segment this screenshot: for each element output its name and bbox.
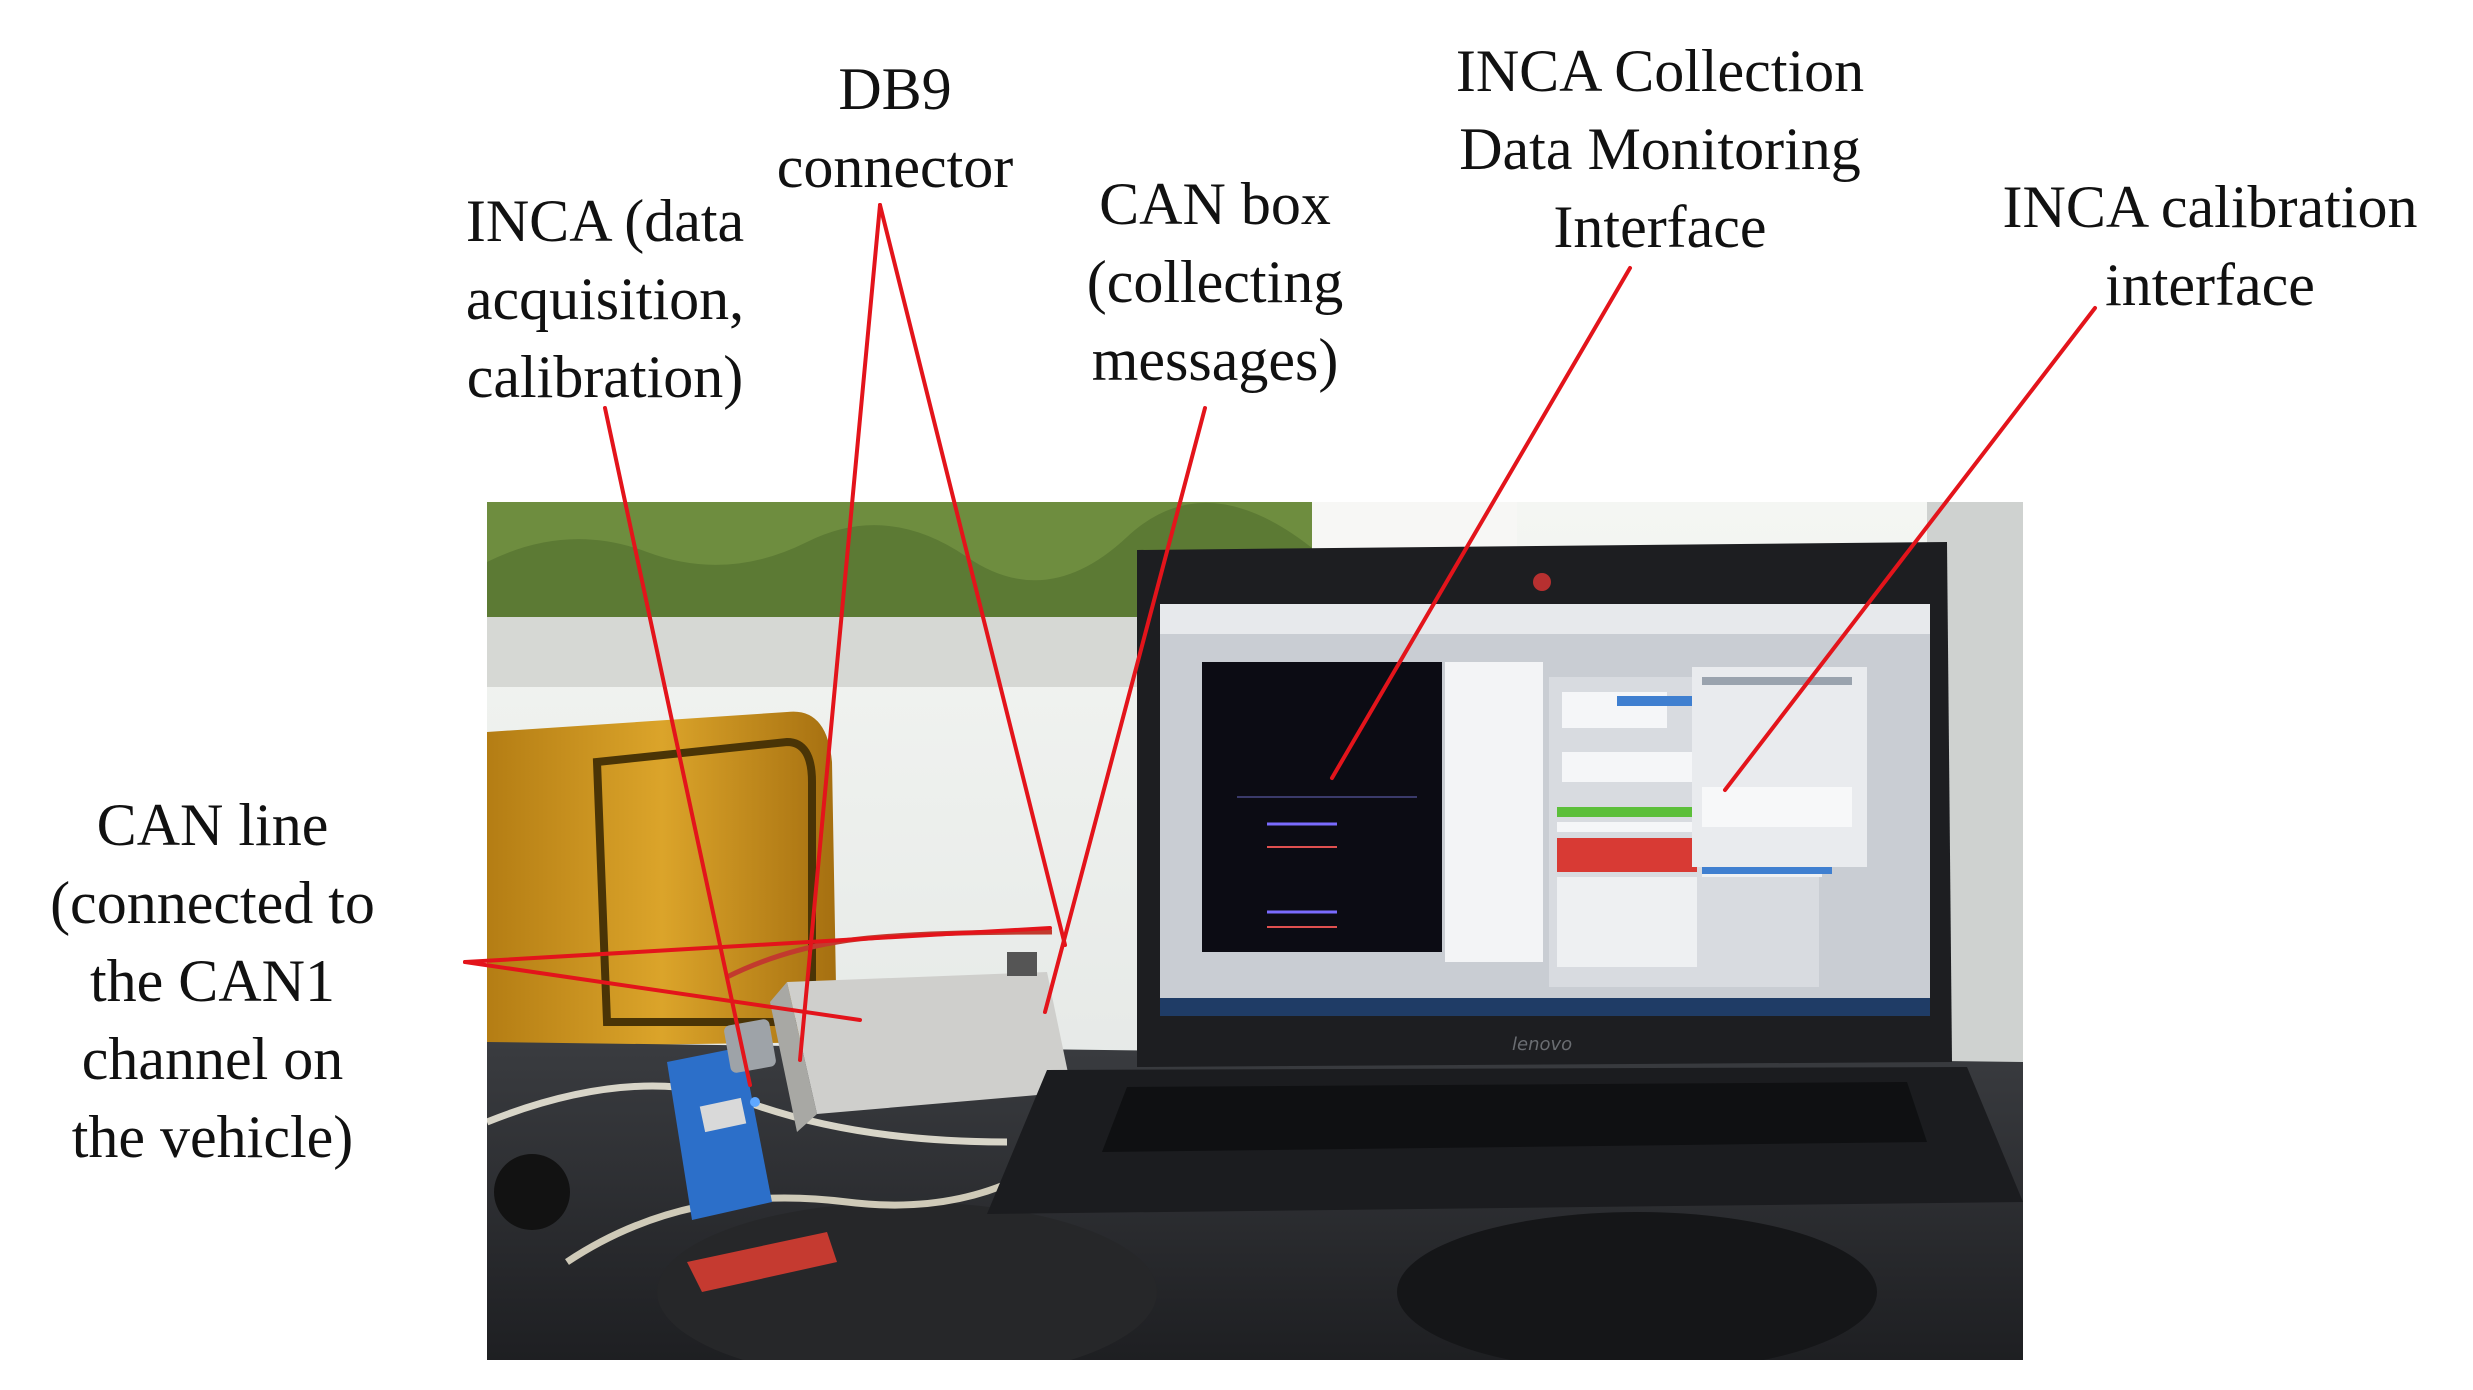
keyboard <box>1102 1082 1927 1152</box>
label-calibration-line-2: interface <box>2105 252 2315 318</box>
label-canbox-line-2: (collecting <box>1086 249 1344 315</box>
screen-menubar <box>1160 604 1930 634</box>
label-monitoring-line-3: Interface <box>1553 194 1767 260</box>
label-monitoring-line-2: Data Monitoring <box>1459 116 1861 182</box>
label-db9-line-2: connector <box>776 134 1014 200</box>
label-inca-line-2: acquisition, <box>465 266 745 332</box>
calibration-window <box>1692 667 1867 867</box>
label-canline-line-3: the CAN1 <box>90 948 335 1014</box>
red-lever <box>687 1232 837 1292</box>
label-db9-line-1: DB9 <box>838 56 952 122</box>
label-canline: CAN line (connected to the CAN1 channel … <box>0 786 425 1176</box>
label-canbox-line-3: messages) <box>1091 327 1339 393</box>
label-canbox-line-1: CAN box <box>1099 171 1331 237</box>
label-calibration-line-1: INCA calibration <box>2002 174 2418 240</box>
laptop-brand: lenovo <box>1512 1034 1572 1055</box>
label-db9: DB9 connector <box>730 50 1060 206</box>
label-inca-line-3: calibration) <box>466 344 744 410</box>
gear-knob <box>494 1154 570 1230</box>
steering-column <box>657 1202 1157 1360</box>
signal-list <box>1445 662 1543 962</box>
label-canline-line-5: the vehicle) <box>71 1104 354 1170</box>
label-monitoring: INCA Collection Data Monitoring Interfac… <box>1375 32 1945 266</box>
label-calibration: INCA calibration interface <box>1955 168 2465 324</box>
label-canline-line-4: channel on <box>81 1026 344 1092</box>
label-canline-line-2: (connected to <box>50 870 375 936</box>
label-canbox: CAN box (collecting messages) <box>1040 165 1390 399</box>
label-inca: INCA (data acquisition, calibration) <box>395 182 815 416</box>
dashboard-dial <box>1397 1212 1877 1360</box>
monitoring-window <box>1202 662 1442 952</box>
screen-taskbar <box>1160 998 1930 1016</box>
label-inca-line-1: INCA (data <box>465 188 745 254</box>
webcam <box>1533 573 1551 591</box>
label-canline-line-1: CAN line <box>96 792 329 858</box>
vehicle-photo: lenovo <box>487 502 2023 1360</box>
label-monitoring-line-1: INCA Collection <box>1455 38 1865 104</box>
laptop: lenovo <box>987 542 2023 1214</box>
